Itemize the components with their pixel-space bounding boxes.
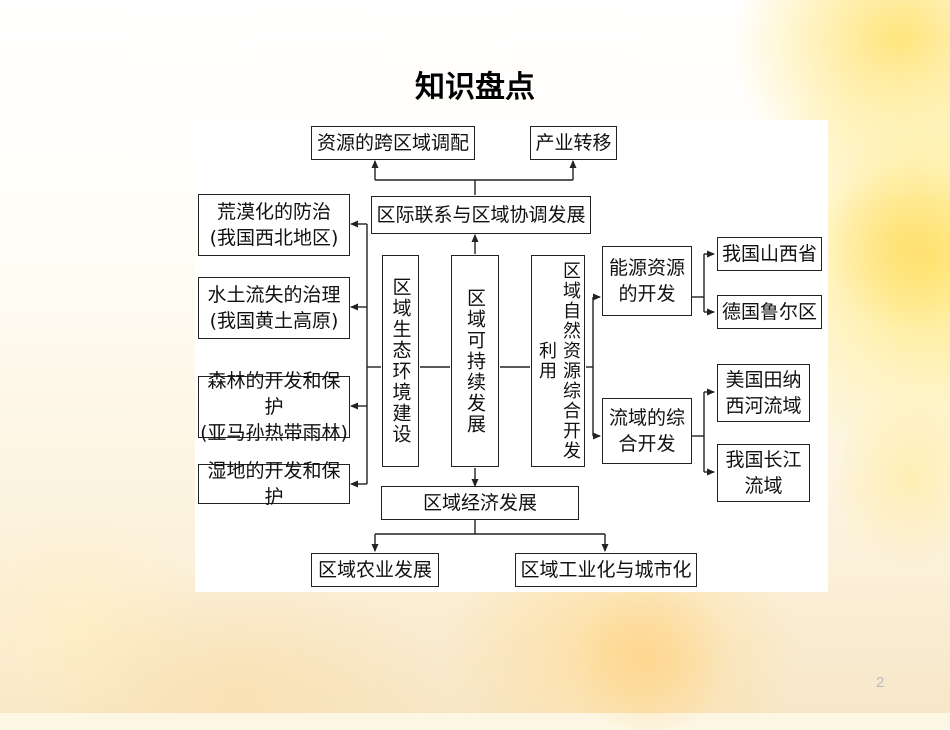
box-yangtze: 我国长江 流域 — [717, 444, 810, 502]
box-desertification: 荒漠化的防治 (我国西北地区) — [198, 194, 350, 256]
box-energy-resources: 能源资源 的开发 — [602, 246, 692, 316]
petal-decoration — [560, 590, 740, 730]
concept-map-panel: 资源的跨区域调配 产业转移 区际联系与区域协调发展 荒漠化的防治 (我国西北地区… — [195, 120, 828, 592]
box-sustainable-development: 区域可持续发展 — [451, 255, 499, 467]
box-soil-erosion: 水土流失的治理 (我国黄土高原) — [198, 277, 350, 339]
box-resource-transfer: 资源的跨区域调配 — [311, 126, 475, 160]
box-shanxi: 我国山西省 — [717, 237, 822, 271]
box-industry-transfer: 产业转移 — [530, 126, 617, 160]
box-eco-environment: 区域生态环境建设 — [382, 255, 419, 467]
petal-decoration — [840, 380, 950, 580]
box-ruhr: 德国鲁尔区 — [717, 295, 822, 329]
box-interregional-coordination: 区际联系与区域协调发展 — [371, 196, 591, 234]
box-tennessee: 美国田纳 西河流域 — [717, 364, 810, 422]
box-economic-development: 区域经济发展 — [381, 486, 579, 520]
connector-lines — [350, 160, 715, 552]
box-wetland-protection: 湿地的开发和保护 — [198, 460, 350, 508]
box-agriculture: 区域农业发展 — [311, 553, 439, 587]
page-number: 2 — [876, 674, 885, 691]
box-forest-protection: 森林的开发和保护 (亚马孙热带雨林) — [198, 370, 350, 444]
petal-decoration — [820, 160, 950, 330]
box-industrialization: 区域工业化与城市化 — [515, 553, 697, 587]
box-basin-development: 流域的综 合开发 — [602, 398, 692, 464]
page-title: 知识盘点 — [415, 70, 535, 105]
box-natural-resources: 区域自然资源综合开发利用 — [531, 255, 585, 467]
